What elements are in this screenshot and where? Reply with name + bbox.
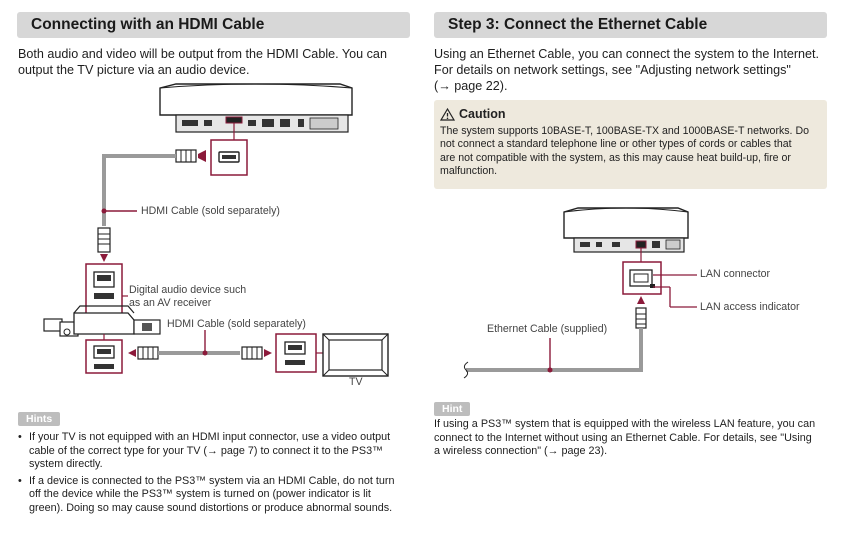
caution-heading: Caution bbox=[439, 107, 821, 121]
hint-line: a wireless connection" (→ page 23). bbox=[434, 445, 608, 458]
hint-line: If your TV is not equipped with an HDMI … bbox=[29, 431, 391, 443]
hdmi-cable-label: HDMI Cable (sold separately) bbox=[167, 318, 306, 330]
ps3-console-illustration bbox=[159, 83, 353, 133]
hint-line: off the device while the PS3™ system is … bbox=[29, 488, 371, 501]
caution-box: Caution The system supports 10BASE-T, 10… bbox=[434, 100, 827, 189]
ethernet-intro-line: (→ page 22). bbox=[434, 79, 508, 93]
caution-text: The system supports 10BASE-T, 100BASE-TX… bbox=[440, 125, 821, 179]
hint-line: If a device is connected to the PS3™ sys… bbox=[29, 474, 395, 487]
hdmi-cable-label: HDMI Cable (sold separately) bbox=[141, 205, 280, 217]
hints-list: If your TV is not equipped with an HDMI … bbox=[18, 431, 414, 519]
lan-connector-label: LAN connector bbox=[700, 268, 771, 280]
caution-title: Caution bbox=[459, 107, 506, 121]
ethernet-section-title: Step 3: Connect the Ethernet Cable bbox=[434, 12, 827, 38]
tv-label: TV bbox=[349, 376, 363, 388]
hints-badge: Hints bbox=[18, 412, 61, 426]
audio-device-label: Digital audio device such as an AV recei… bbox=[129, 284, 246, 310]
lan-indicator-label: LAN access indicator bbox=[700, 301, 800, 313]
caution-line: are not compatible with the system, as t… bbox=[440, 151, 791, 164]
hdmi-intro: Both audio and video will be output from… bbox=[18, 46, 413, 78]
hint-line: green). Doing so may cause sound distort… bbox=[29, 501, 393, 514]
list-item: If a device is connected to the PS3™ sys… bbox=[18, 475, 414, 516]
hint-line: system directly. bbox=[29, 458, 103, 471]
hint-line: connect to the Internet without using an… bbox=[434, 431, 812, 444]
audio-device-label-line: Digital audio device such bbox=[129, 284, 247, 296]
ethernet-intro-line: For details on network settings, see "Ad… bbox=[434, 63, 791, 77]
hdmi-intro-line: Both audio and video will be output from… bbox=[18, 47, 387, 61]
ethernet-intro: Using an Ethernet Cable, you can connect… bbox=[434, 46, 834, 94]
caution-line: not connect a standard telephone line or… bbox=[440, 138, 792, 151]
hdmi-intro-line: output the TV picture via an audio devic… bbox=[18, 63, 250, 77]
ps3-console-illustration bbox=[563, 207, 689, 253]
hdmi-connection-diagram bbox=[43, 83, 389, 377]
warning-triangle-icon bbox=[439, 107, 456, 121]
hdmi-section-title: Connecting with an HDMI Cable bbox=[17, 12, 410, 38]
av-receiver-illustration bbox=[43, 305, 161, 337]
ethernet-hint: If using a PS3™ system that is equipped … bbox=[434, 418, 834, 459]
hint-badge: Hint bbox=[434, 402, 471, 416]
tv-illustration bbox=[322, 333, 389, 377]
list-item: If your TV is not equipped with an HDMI … bbox=[18, 431, 414, 472]
ethernet-intro-line: Using an Ethernet Cable, you can connect… bbox=[434, 47, 820, 61]
audio-device-label-line: as an AV receiver bbox=[129, 297, 212, 309]
caution-line: malfunction. bbox=[440, 165, 498, 178]
hint-line: cable of the correct type for your TV (→… bbox=[29, 444, 383, 457]
ethernet-cable-label: Ethernet Cable (supplied) bbox=[487, 323, 608, 335]
hint-line: If using a PS3™ system that is equipped … bbox=[434, 418, 816, 430]
ethernet-connection-diagram bbox=[463, 207, 697, 379]
caution-line: The system supports 10BASE-T, 100BASE-TX… bbox=[440, 125, 809, 137]
